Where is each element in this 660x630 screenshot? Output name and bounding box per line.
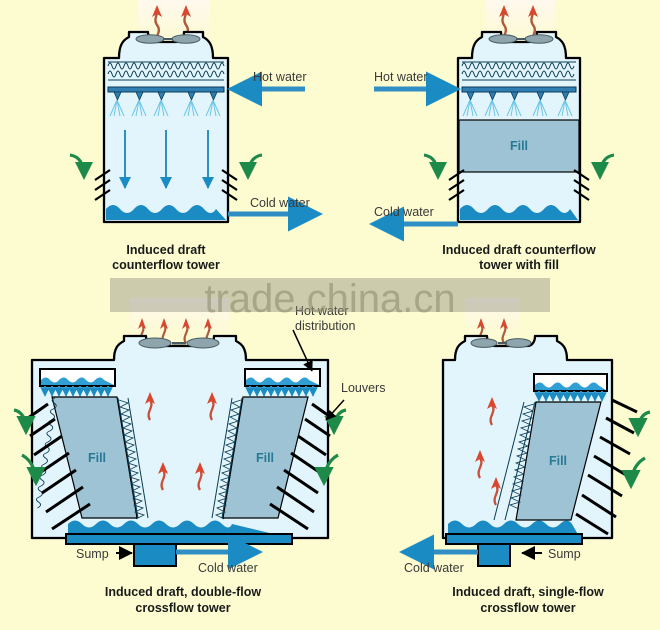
label-cold-water: Cold water [250, 196, 310, 210]
air-inlet-left [448, 169, 465, 201]
inlet-air-arrows-right [314, 408, 347, 487]
fill-label: Fill [549, 454, 567, 468]
caption-line2: counterflow tower [112, 258, 220, 272]
drift-eliminator [107, 61, 225, 81]
air-inlet-right [221, 169, 238, 201]
label-cold-water: Cold water [404, 561, 464, 575]
inlet-air-arrows-right [621, 410, 651, 490]
sump-box [133, 543, 177, 567]
label-hot-water: Hot water [374, 70, 428, 84]
label-hot-water-distribution-line2: distribution [295, 319, 355, 333]
fill-block [458, 119, 580, 173]
falling-water-arrows [119, 130, 214, 189]
panel-induced-draft-double-flow-crossflow: Fill Fill [13, 298, 385, 615]
hot-air-arrowheads-core [145, 392, 217, 474]
label-louvers: Louvers [341, 381, 385, 395]
label-hot-water: Hot water [253, 70, 307, 84]
fan-icon [135, 34, 201, 44]
panel-induced-draft-counterflow-with-fill: Fill Hot water Cold water Induced draft … [369, 0, 615, 272]
hot-water-distribution-right [244, 368, 321, 397]
caption-line1: Induced draft [126, 243, 206, 257]
fan-icon [470, 338, 532, 348]
label-cold-water: Cold water [374, 205, 434, 219]
hot-air-arrowheads [499, 5, 538, 17]
air-inlet-left [94, 169, 111, 201]
label-sump: Sump [76, 547, 109, 561]
hot-water-distribution [533, 373, 608, 402]
cold-water-basin [106, 205, 226, 220]
hot-air-arrowheads-core [475, 397, 501, 489]
tower-shell [102, 30, 230, 224]
fill-label-right: Fill [256, 451, 274, 465]
hot-air-arrowheads-top [138, 318, 212, 329]
caption-line2: tower with fill [479, 258, 559, 272]
spray-nozzles [109, 91, 221, 117]
label-sump: Sump [548, 547, 581, 561]
fan-icon [138, 337, 220, 349]
spray-nozzles [462, 91, 573, 117]
inlet-air-arrow-left [423, 153, 447, 180]
caption-line2: crossflow tower [135, 601, 230, 615]
drift-eliminator [461, 61, 576, 81]
drift-eliminator-left [35, 397, 149, 519]
panel-induced-draft-counterflow: Hot water Cold water Induced draft count… [69, 0, 323, 272]
fan-icon [488, 34, 554, 44]
fill-label-left: Fill [88, 451, 106, 465]
callout-louvers [325, 399, 345, 421]
panel-induced-draft-single-flow-crossflow: Fill [399, 298, 651, 615]
label-cold-water: Cold water [198, 561, 258, 575]
caption-line1: Induced draft, double-flow [105, 585, 262, 599]
drift-eliminator [493, 401, 536, 521]
label-hot-water-distribution-line1: Hot water [295, 304, 349, 318]
caption-line1: Induced draft, single-flow [452, 585, 604, 599]
hot-air-arrowheads [152, 5, 191, 17]
cold-water-basin [445, 520, 583, 567]
cold-water-basin [460, 205, 578, 220]
eliminator-texture [118, 399, 242, 520]
fill-block-right [222, 396, 309, 519]
distribution-pipe [107, 86, 225, 93]
caption-line1: Induced draft counterflow [442, 243, 596, 257]
inlet-air-arrow-right [591, 153, 615, 180]
drift-eliminator-right [211, 397, 243, 519]
hot-air-arrows-core [477, 404, 499, 506]
watermark-text: trade.china.cn [204, 277, 455, 321]
louvers-right [575, 398, 638, 536]
hot-air-arrows-core [147, 399, 215, 491]
distribution-pipe [461, 86, 577, 93]
watermark: trade.china.cn [110, 277, 550, 321]
sump-box [477, 543, 511, 567]
callout-hot-water-distribution [292, 329, 313, 372]
inlet-air-arrow-right [239, 153, 263, 180]
hot-water-distribution-left [39, 368, 116, 397]
air-inlet-right [573, 169, 590, 201]
fill-label: Fill [510, 139, 528, 153]
inlet-air-arrow-left [69, 153, 93, 180]
cold-water-basin [65, 520, 293, 567]
caption-line2: crossflow tower [480, 601, 575, 615]
fill-block-left [51, 396, 138, 519]
hot-air-arrowheads-top [477, 318, 508, 329]
inlet-air-arrows-left [13, 408, 46, 487]
